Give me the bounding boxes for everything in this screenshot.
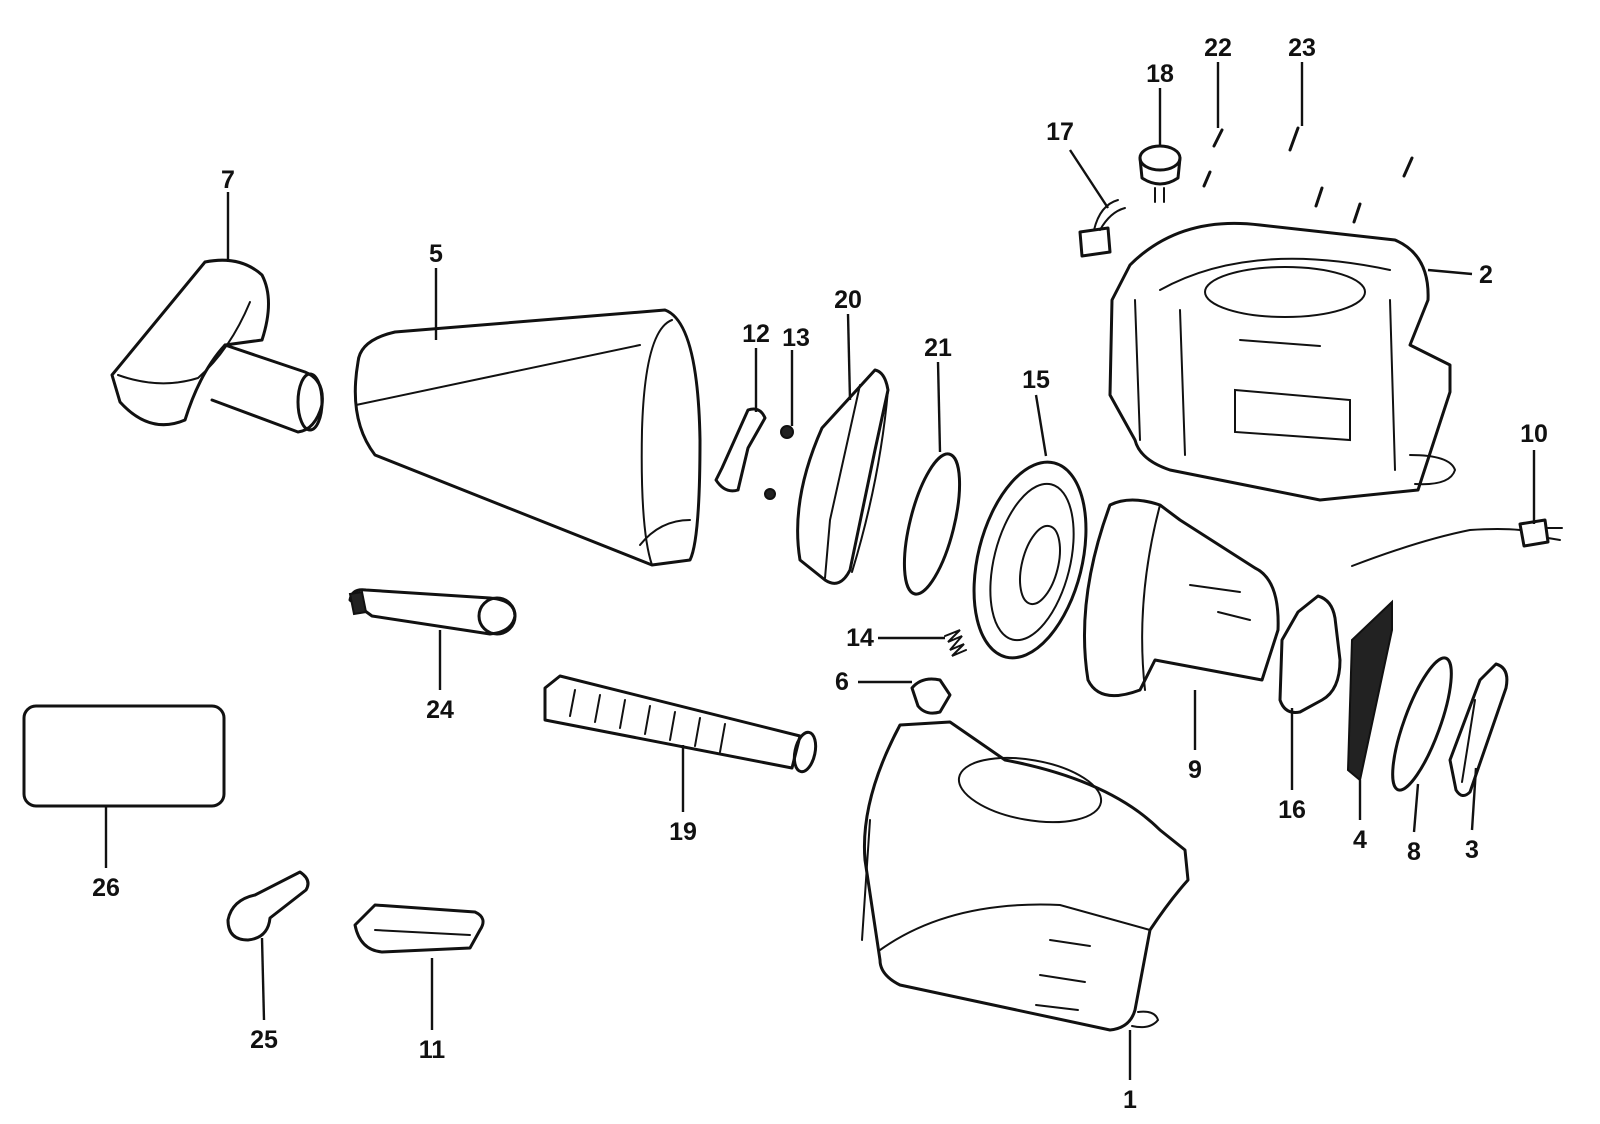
part-23-screws bbox=[1288, 126, 1414, 224]
part-labels: 1 2 3 4 5 6 7 8 9 10 11 12 13 14 15 16 1… bbox=[92, 34, 1548, 1114]
part-7-floor-nozzle bbox=[110, 258, 324, 434]
part-1-front-housing bbox=[861, 720, 1190, 1032]
part-25-brush-tip bbox=[226, 870, 310, 942]
label-2: 2 bbox=[1479, 261, 1493, 289]
part-2-rear-housing bbox=[1108, 221, 1457, 502]
part-15-seal-ring bbox=[972, 460, 1088, 660]
part-20-filter-frame bbox=[796, 368, 890, 585]
part-5-dust-container bbox=[353, 308, 702, 567]
label-25: 25 bbox=[250, 1026, 278, 1054]
part-10-power-cord bbox=[1351, 518, 1563, 567]
label-11: 11 bbox=[419, 1036, 446, 1064]
part-4-grille bbox=[1346, 599, 1393, 782]
label-26: 26 bbox=[92, 874, 120, 902]
part-21-filter-disc bbox=[902, 452, 962, 596]
label-5: 5 bbox=[429, 240, 443, 268]
label-3: 3 bbox=[1465, 836, 1479, 864]
label-24: 24 bbox=[426, 696, 454, 724]
label-15: 15 bbox=[1022, 366, 1050, 394]
label-1: 1 bbox=[1123, 1086, 1137, 1114]
label-8: 8 bbox=[1407, 838, 1421, 866]
part-22-screws bbox=[1202, 128, 1224, 188]
label-23: 23 bbox=[1288, 34, 1316, 62]
leader-lines bbox=[104, 62, 1536, 1080]
part-12-latch bbox=[714, 407, 767, 493]
label-9: 9 bbox=[1188, 756, 1202, 784]
part-19-hose bbox=[543, 674, 818, 774]
label-18: 18 bbox=[1146, 60, 1174, 88]
label-7: 7 bbox=[221, 166, 235, 194]
label-21: 21 bbox=[924, 334, 952, 362]
label-19: 19 bbox=[669, 818, 697, 846]
part-17-connector bbox=[1078, 199, 1126, 258]
label-6: 6 bbox=[835, 668, 849, 696]
label-4: 4 bbox=[1353, 826, 1367, 854]
part-9-motor bbox=[1082, 498, 1280, 698]
part-16-bracket bbox=[1278, 594, 1342, 714]
label-10: 10 bbox=[1520, 420, 1548, 448]
label-16: 16 bbox=[1278, 796, 1306, 824]
part-13-screw bbox=[764, 425, 794, 500]
part-14-spring bbox=[944, 629, 967, 657]
part-3-switch-bar bbox=[1448, 662, 1509, 797]
part-24-crevice-tool bbox=[348, 588, 517, 636]
label-22: 22 bbox=[1204, 34, 1232, 62]
part-26-label-plate bbox=[22, 704, 226, 808]
label-13: 13 bbox=[782, 324, 810, 352]
label-12: 12 bbox=[742, 320, 770, 348]
part-11-nozzle-attachment bbox=[353, 903, 485, 954]
label-20: 20 bbox=[834, 286, 862, 314]
part-6-clip bbox=[910, 677, 952, 715]
part-8-gasket bbox=[1391, 656, 1453, 792]
label-14: 14 bbox=[846, 624, 874, 652]
part-18-button bbox=[1138, 144, 1182, 203]
label-17: 17 bbox=[1046, 118, 1074, 146]
